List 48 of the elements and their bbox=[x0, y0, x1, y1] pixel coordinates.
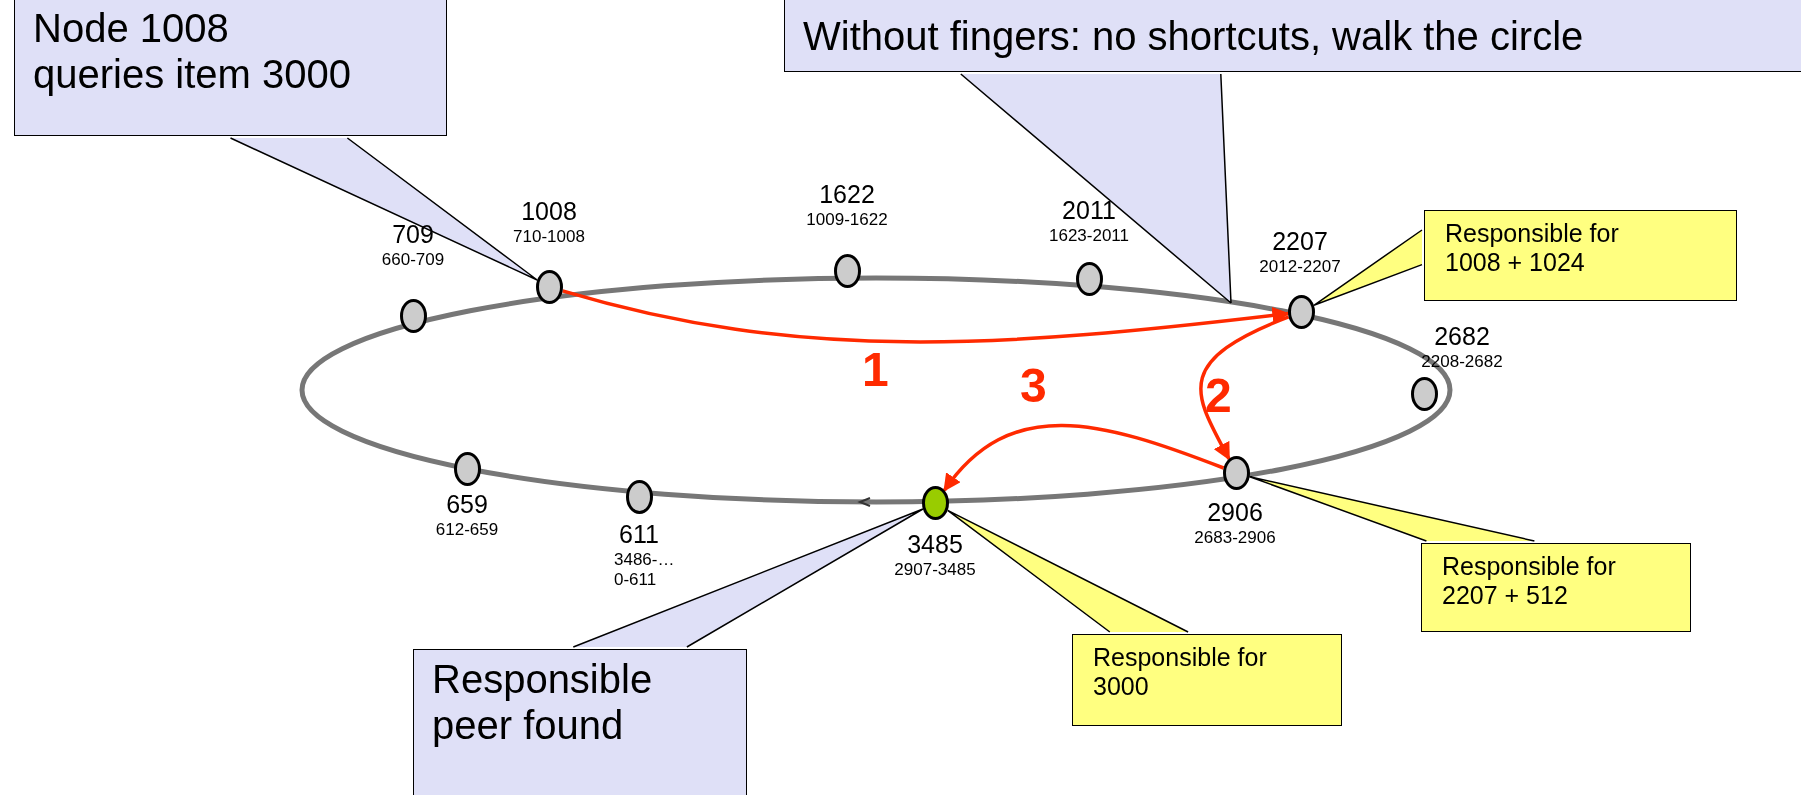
peer-node bbox=[1076, 262, 1103, 296]
hop-arrow bbox=[1199, 315, 1290, 461]
key-range-label: 612-659 bbox=[434, 520, 500, 540]
peer-id-label: 3485 bbox=[906, 530, 964, 559]
speech-callout: Without fingers: no shortcuts, walk the circle bbox=[784, 0, 1801, 72]
peer-node bbox=[400, 299, 427, 333]
peer-node bbox=[1223, 456, 1250, 490]
peer-node bbox=[1288, 295, 1315, 329]
peer-id-label: 709 bbox=[391, 220, 435, 249]
peer-node bbox=[626, 480, 653, 514]
note-callout: Responsible for 2207 + 512 bbox=[1421, 543, 1691, 632]
speech-callout: Node 1008 queries item 3000 bbox=[14, 0, 447, 136]
key-range-label: 1009-1622 bbox=[805, 210, 889, 230]
hop-arrow bbox=[943, 423, 1225, 492]
note-callout: Responsible for 3000 bbox=[1072, 634, 1342, 726]
key-range-label: 710-1008 bbox=[512, 227, 586, 247]
edge-label: 3 bbox=[1020, 358, 1047, 413]
callout-pointer bbox=[572, 508, 924, 648]
note-callout: Responsible for 1008 + 1024 bbox=[1424, 210, 1737, 301]
key-range-label: 2012-2207 bbox=[1258, 257, 1342, 277]
key-range-label: 660-709 bbox=[380, 250, 446, 270]
peer-id-label: 2682 bbox=[1433, 322, 1491, 351]
peer-id-label: 1008 bbox=[520, 197, 578, 226]
key-range-label: 2208-2682 bbox=[1420, 352, 1504, 372]
key-range-label: 1623-2011 bbox=[1047, 226, 1130, 246]
hop-arrow bbox=[562, 289, 1290, 344]
peer-id-label: 1622 bbox=[818, 180, 876, 209]
key-range-label: 2907-3485 bbox=[893, 560, 977, 580]
peer-id-label: 2207 bbox=[1271, 227, 1329, 256]
peer-node bbox=[536, 270, 563, 304]
peer-id-label: 2906 bbox=[1206, 498, 1264, 527]
edge-label: 2 bbox=[1205, 368, 1232, 423]
peer-node bbox=[454, 452, 481, 486]
peer-node bbox=[1411, 377, 1438, 411]
speech-callout: Responsible peer found bbox=[413, 649, 747, 795]
peer-node bbox=[834, 254, 861, 288]
peer-id-label: 2011 bbox=[1061, 196, 1117, 225]
callout-pointer bbox=[960, 73, 1232, 304]
edge-label: 1 bbox=[862, 342, 889, 397]
callout-pointer bbox=[1248, 475, 1536, 542]
callout-pointer bbox=[229, 137, 538, 281]
peer-node bbox=[922, 486, 949, 520]
peer-id-label: 611 bbox=[618, 520, 660, 549]
peer-id-label: 659 bbox=[445, 490, 489, 519]
callout-pointer bbox=[946, 509, 1189, 633]
key-range-label: 2683-2906 bbox=[1193, 528, 1277, 548]
callout-pointer bbox=[1313, 229, 1423, 307]
key-range-label: 3486-… 0-611 bbox=[614, 550, 676, 590]
